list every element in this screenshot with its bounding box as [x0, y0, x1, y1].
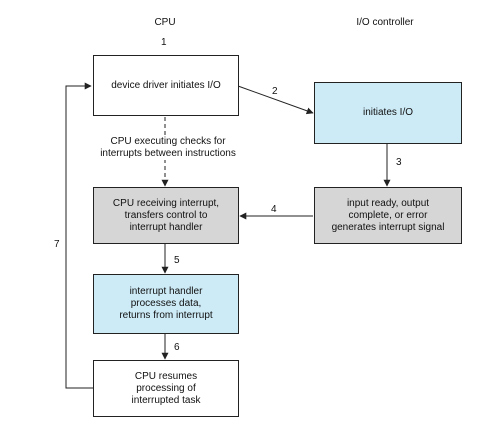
- interrupt-signal-box: input ready, output complete, or error g…: [314, 187, 462, 244]
- arrow-7: [65, 82, 93, 389]
- interrupt-handler-box: interrupt handler processes data, return…: [93, 274, 239, 334]
- step-2-label: 2: [272, 86, 278, 97]
- step-6-label: 6: [174, 342, 180, 353]
- io-initiates-box: initiates I/O: [314, 82, 462, 144]
- io-controller-header: I/O controller: [356, 17, 414, 28]
- cpu-resumes-box: CPU resumes processing of interrupted ta…: [93, 360, 239, 417]
- arrow-2: [237, 85, 314, 115]
- step-3-label: 3: [396, 157, 402, 168]
- step-4-label: 4: [271, 204, 277, 215]
- step-1-label: 1: [161, 37, 167, 48]
- step-5-label: 5: [174, 255, 180, 266]
- cpu-receiving-interrupt-box: CPU receiving interrupt, transfers contr…: [93, 187, 239, 244]
- device-driver-box: device driver initiates I/O: [93, 55, 239, 116]
- interrupt-check-note: CPU executing checks for interrupts betw…: [98, 136, 238, 160]
- cpu-header: CPU: [154, 17, 176, 28]
- step-7-label: 7: [54, 239, 60, 250]
